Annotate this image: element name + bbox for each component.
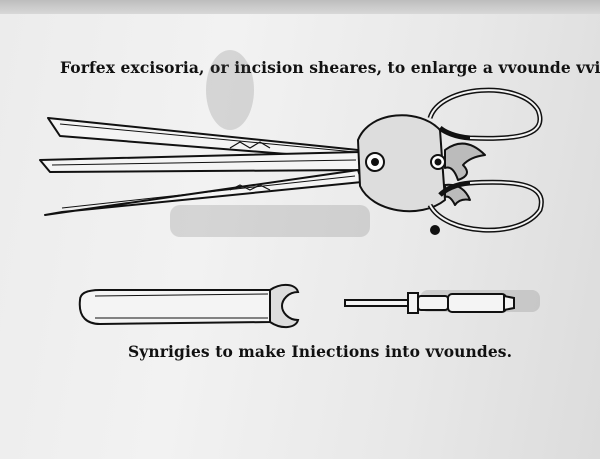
caption-syringes: Synrigies to make Iniections into vvound… [128,342,513,361]
caption-incision-shears: Forfex excisoria, or incision sheares, t… [60,58,600,77]
bleed-through-shadow [170,50,540,312]
syringe-plunger-woodcut [344,292,515,314]
syringe-cylinder-woodcut [78,284,300,328]
incision-shears-woodcut [39,87,544,235]
page-top-edge [0,0,600,14]
